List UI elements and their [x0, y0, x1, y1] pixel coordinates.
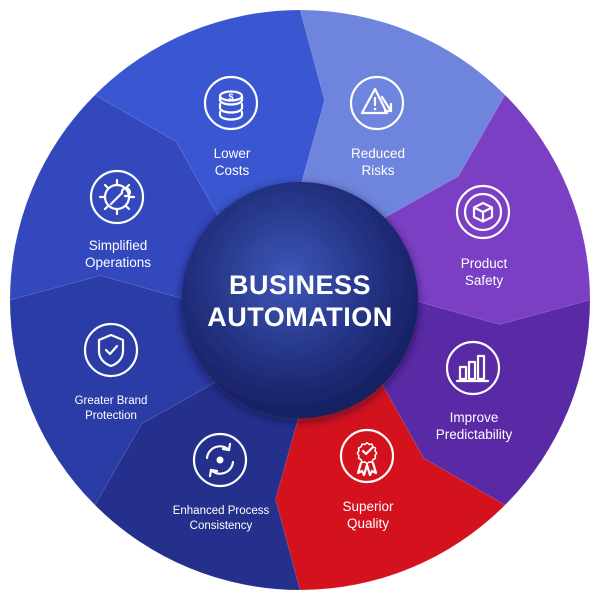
- segment-labels: Lower Costs Reduced Risks Product Safety…: [75, 146, 513, 532]
- center-title-line1: BUSINESS: [229, 270, 371, 300]
- label-enhanced-process-consistency-line2: Consistency: [190, 520, 253, 532]
- center-hub: BUSINESS AUTOMATION: [182, 182, 418, 418]
- label-superior-quality-line1: Superior: [342, 499, 394, 514]
- label-superior-quality-line2: Quality: [347, 516, 389, 531]
- label-simplified-operations-line2: Operations: [85, 255, 151, 270]
- coins-dollar-icon: $: [203, 75, 259, 131]
- gear-wrench-icon: [89, 169, 145, 225]
- award-ribbon-icon: [339, 428, 395, 484]
- label-reduced-risks-line2: Risks: [362, 163, 395, 178]
- label-product-safety-line1: Product: [461, 256, 508, 271]
- label-greater-brand-protection-line1: Greater Brand: [75, 395, 148, 407]
- label-enhanced-process-consistency-line1: Enhanced Process: [173, 505, 270, 517]
- label-improve-predictability-line2: Predictability: [436, 427, 513, 442]
- shield-check-icon: [83, 322, 139, 378]
- center-title-line2: AUTOMATION: [207, 302, 392, 332]
- label-improve-predictability-line1: Improve: [450, 410, 499, 425]
- label-lower-costs-line2: Costs: [215, 163, 250, 178]
- wheel-segments: [9, 9, 591, 591]
- box-shield-icon: [455, 184, 511, 240]
- warning-triangle-icon: [349, 75, 405, 131]
- bar-chart-icon: [445, 340, 501, 396]
- label-greater-brand-protection-line2: Protection: [85, 410, 137, 422]
- label-simplified-operations-line1: Simplified: [89, 238, 148, 253]
- center-circle: [182, 182, 418, 418]
- cycle-arrows-icon: [192, 432, 248, 488]
- svg-text:$: $: [228, 92, 233, 102]
- label-reduced-risks-line1: Reduced: [351, 146, 405, 161]
- label-lower-costs-line1: Lower: [214, 146, 251, 161]
- segment-icons: $: [83, 75, 511, 488]
- label-product-safety-line2: Safety: [465, 273, 504, 288]
